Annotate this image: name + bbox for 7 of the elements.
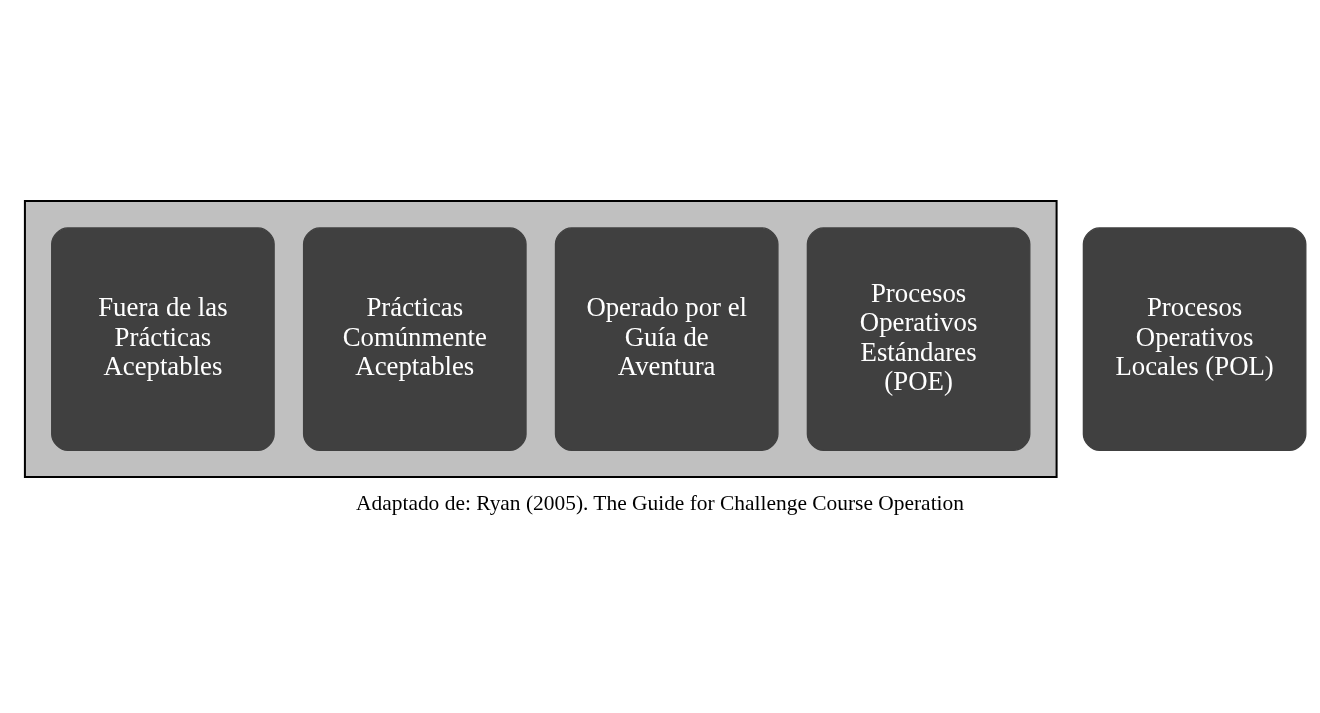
node-box: Procesos Operativos Locales (POL)	[1082, 227, 1307, 451]
node-box: Operado por el Guía de Aventura	[554, 227, 779, 451]
caption: Adaptado de: Ryan (2005). The Guide for Challenge Course Operation	[356, 491, 964, 516]
node-box: Procesos Operativos Estándares (POE)	[806, 227, 1031, 451]
cluster	[23, 200, 1058, 479]
node-box: Fuera de las Prácticas Aceptables	[51, 227, 275, 451]
node-box: Prácticas Comúnmente Aceptables	[302, 227, 527, 451]
